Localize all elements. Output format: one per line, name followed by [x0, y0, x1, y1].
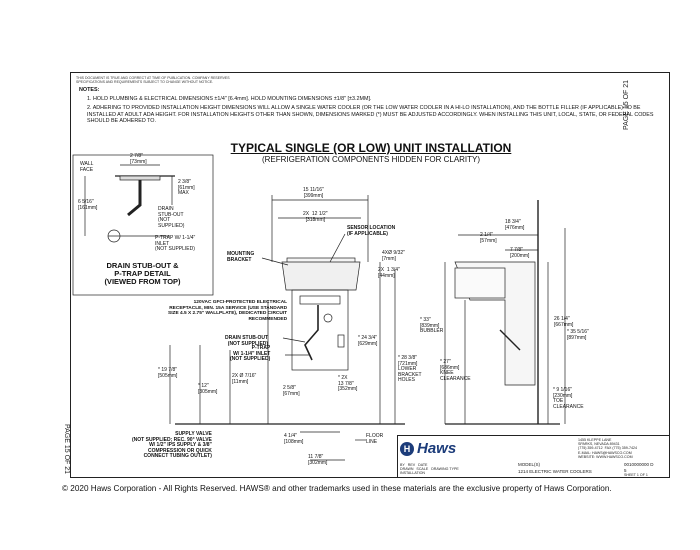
dim-7-16: 2X Ø 7/16" [11mm]: [232, 373, 257, 385]
side-dim-7-7-8: 7 7/8" [200mm]: [510, 247, 530, 259]
detail-pipe: [127, 180, 142, 217]
dim-2-5-8: 2 5/8" [67mm]: [283, 385, 300, 397]
bracket-dim-1-3-4: 2X 1 3/4" [44mm]: [378, 267, 400, 279]
electrical-note: 120VAC GFCI-PROTECTED ELECTRICAL RECEPTA…: [168, 300, 288, 322]
front-width-15-11-16: 15 11/16" [399mm]: [303, 187, 324, 199]
side-dim-2-1-4: 2 1/4" [57mm]: [480, 232, 497, 244]
drain-stubout-label: DRAIN STUB-OUT (NOT SUPPLIED): [225, 335, 269, 347]
sheet-number: SHEET 1 OF 1: [624, 473, 648, 477]
floor-line-label: FLOOR LINE: [366, 433, 384, 445]
side-dim-9-1-16: * 9 1/16" [230mm] TOE CLEARANCE: [553, 387, 584, 410]
dim-12: * 12" [305mm]: [198, 383, 218, 395]
side-dim-26-1-4: 26 1/4" [667mm]: [554, 316, 574, 328]
dim-13-7-8: * 2X 13 7/8" [352mm]: [338, 375, 358, 393]
page-title: TYPICAL SINGLE (OR LOW) UNIT INSTALLATIO…: [230, 141, 512, 155]
sensor-location-label: SENSOR LOCATION (IF APPLICABLE): [347, 225, 396, 237]
disclaimer: THIS DOCUMENT IS TRUE AND CORRECT AT TIM…: [76, 76, 230, 84]
detail-caption: DRAIN STUB-OUT & P-TRAP DETAIL (VIEWED F…: [104, 261, 181, 286]
mounting-bracket-label: MOUNTING BRACKET: [227, 251, 255, 263]
front-body: [291, 289, 349, 371]
haws-logo-icon: H: [400, 442, 414, 457]
model-label: MODEL(S): [518, 462, 541, 467]
dim-24-3-4: * 24 3/4" [629mm]: [358, 335, 378, 347]
detail-dim-2-7-8: 2 7/8" [73mm]: [130, 153, 147, 165]
front-width-12-1-2: 2X 12 1/2" [318mm]: [303, 211, 328, 223]
company-address: 1455 KLEPPE LANE SPARKS, NEVADA 89431 (7…: [578, 438, 637, 459]
dim-11-7-8: 11 7/8" [302mm]: [308, 454, 328, 466]
block-labels: BY REV DATE DRAWN SCALE DRAWING TYPE INS…: [400, 463, 459, 476]
note-2: 2. ADHERING TO PROVIDED INSTALLATION HEI…: [87, 105, 654, 124]
model-description: 1214 ELECTRIC WATER COOLERS: [518, 469, 592, 474]
hole-dimension: 4XØ 9/32" [7mm]: [382, 250, 405, 262]
wall-face-label: WALL FACE: [80, 161, 94, 173]
supply-valve-label: SUPPLY VALVE (NOT SUPPLIED; REC. 90° VAL…: [132, 431, 212, 460]
front-drain-pipe: [304, 305, 319, 361]
revision: 5: [624, 468, 627, 473]
copyright-footer: © 2020 Haws Corporation - All Rights Res…: [62, 484, 612, 493]
dim-4-1-4: 4 1/4" [108mm]: [284, 433, 304, 445]
detail-dim-2-3-8: 2 3/8" [61mm] MAX: [178, 179, 195, 197]
side-dim-18-3-4: 18 3/4" [476mm]: [505, 219, 525, 231]
page-subtitle: (REFRIGERATION COMPONENTS HIDDEN FOR CLA…: [261, 155, 481, 164]
doc-number: 0010000000 D: [624, 462, 654, 467]
ptrap-label: P-TRAP W/ 1-1/4" INLET (NOT SUPPLIED): [230, 345, 271, 363]
note-1: 1. HOLD PLUMBING & ELECTRICAL DIMENSIONS…: [87, 96, 372, 103]
side-dim-33: * 33" [839mm] BUBBLER: [420, 317, 444, 335]
front-basin: [281, 261, 361, 291]
detail-dim-6-5-16: 6 5/16" [161mm]: [78, 199, 98, 211]
detail-frame: [72, 154, 214, 296]
side-dim-35-5-16: * 35 5/16" [897mm]: [567, 329, 589, 341]
dim-28-3-8: * 28 3/8" [721mm] LOWER BRACKET HOLES: [398, 355, 422, 384]
drawing-sheet: THIS DOCUMENT IS TRUE AND CORRECT AT TIM…: [70, 72, 670, 478]
dim-19-7-8: * 19 7/8" [505mm]: [158, 367, 178, 379]
detail-drain-label: DRAIN STUB-OUT (NOT SUPPLIED): [158, 206, 185, 229]
detail-ptrap-label: P-TRAP W/ 1-1/4" INLET (NOT SUPPLIED): [155, 235, 196, 253]
side-dim-27: * 27" [686mm] KNEE CLEARANCE: [440, 359, 471, 382]
notes-block: NOTES: 1. HOLD PLUMBING & ELECTRICAL DIM…: [79, 87, 664, 127]
